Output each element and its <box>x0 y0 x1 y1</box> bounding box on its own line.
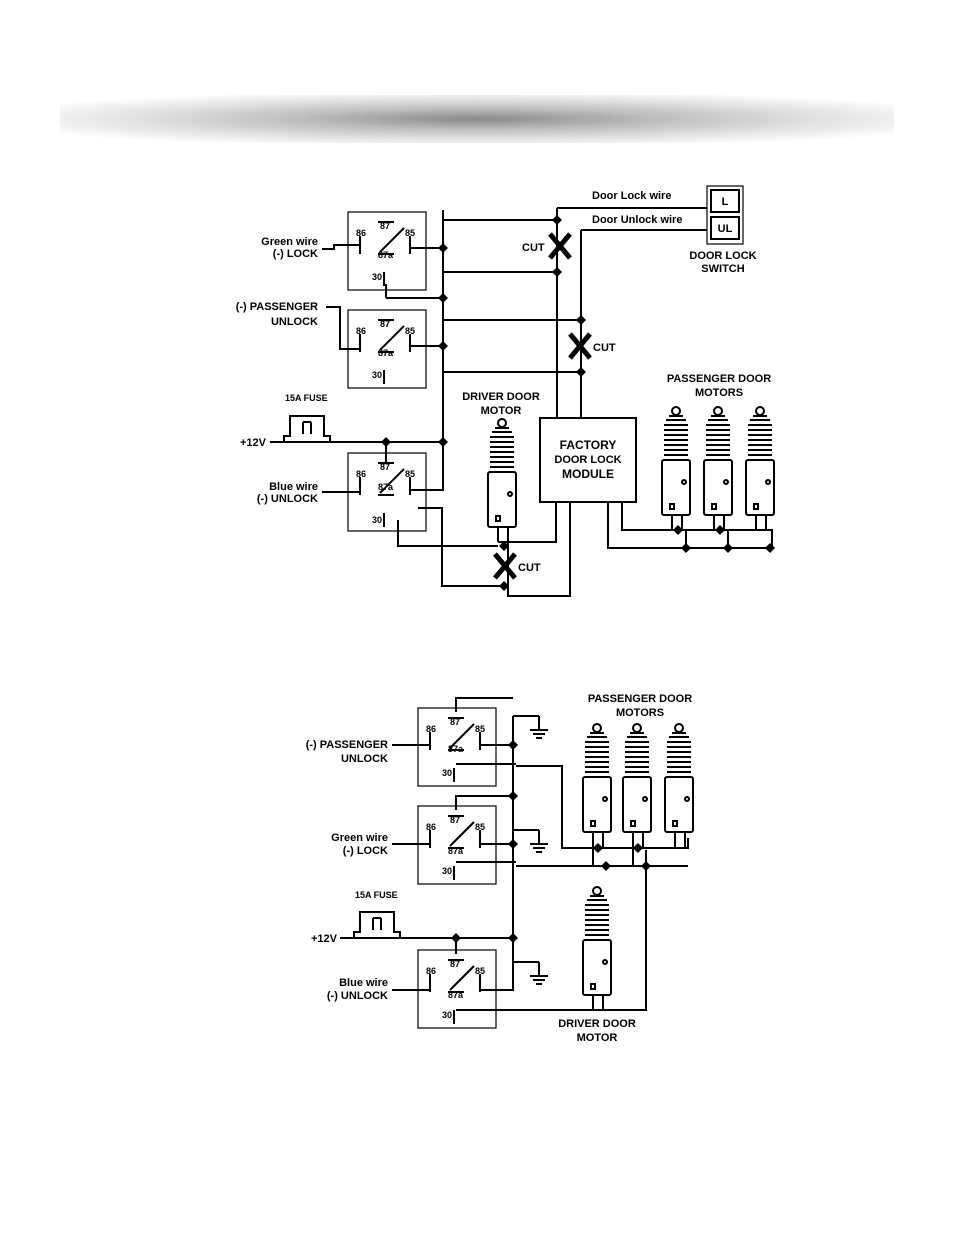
unlock-label: (-) UNLOCK <box>327 990 388 1002</box>
ground-icon <box>529 829 549 853</box>
lock-label: (-) LOCK <box>343 845 388 857</box>
switch-label-1: DOOR LOCK <box>689 250 756 262</box>
pin-30: 30 <box>372 370 382 380</box>
door-lock-wire-label: Door Lock wire <box>592 190 671 202</box>
pin-85: 85 <box>405 326 415 336</box>
power-label: +12V <box>311 933 338 945</box>
passenger-label: (-) PASSENGER <box>306 739 388 751</box>
lock-switch-button <box>710 189 740 213</box>
switch-unlock-label: UL <box>718 223 733 235</box>
pin-87a: 87a <box>378 482 394 492</box>
passenger-motors-label-2: MOTORS <box>616 707 664 719</box>
blue-wire-label: Blue wire <box>269 481 318 493</box>
pin-86: 86 <box>356 469 366 479</box>
pin-87a: 87a <box>378 250 394 260</box>
cut-label: CUT <box>593 342 616 354</box>
header-gradient-bar <box>60 95 894 143</box>
ground-icon <box>529 961 549 985</box>
pin-87a: 87a <box>448 990 464 1000</box>
fuse-label: 15A FUSE <box>355 890 398 900</box>
cut-mark <box>495 554 515 578</box>
pin-87a: 87a <box>448 744 464 754</box>
passenger-motor-icon <box>582 723 612 848</box>
pin-87: 87 <box>380 462 390 472</box>
pin-87: 87 <box>380 319 390 329</box>
pin-87: 87 <box>450 959 460 969</box>
cut-label: CUT <box>518 562 541 574</box>
module-label-2: DOOR LOCK <box>554 454 621 466</box>
pin-85: 85 <box>475 822 485 832</box>
pin-86: 86 <box>356 326 366 336</box>
passenger-motors-label-2: MOTORS <box>695 387 743 399</box>
passenger-unlock-label: UNLOCK <box>341 753 388 765</box>
unlock-label: (-) UNLOCK <box>257 493 318 505</box>
pin-30: 30 <box>442 866 452 876</box>
pin-87a: 87a <box>448 846 464 856</box>
driver-motor-label-2: MOTOR <box>481 405 522 417</box>
switch-lock-label: L <box>722 196 729 208</box>
pin-86: 86 <box>426 966 436 976</box>
passenger-motor-icon <box>664 723 694 848</box>
driver-motor-icon <box>487 418 517 543</box>
pin-86: 86 <box>426 822 436 832</box>
lock-label: (-) LOCK <box>273 248 318 260</box>
module-label-1: FACTORY <box>560 438 617 452</box>
passenger-unlock-label: UNLOCK <box>271 316 318 328</box>
fuse-icon <box>353 911 401 939</box>
door-lock-switch <box>706 185 744 245</box>
pin-85: 85 <box>405 228 415 238</box>
green-wire-label: Green wire <box>261 236 318 248</box>
driver-motor-label-1: DRIVER DOOR <box>462 391 540 403</box>
pin-85: 85 <box>405 469 415 479</box>
driver-motor-icon <box>582 886 612 1011</box>
pin-85: 85 <box>475 724 485 734</box>
pin-86: 86 <box>426 724 436 734</box>
fuse-label: 15A FUSE <box>285 393 328 403</box>
passenger-motor-icon <box>622 723 652 848</box>
factory-door-lock-module <box>539 417 637 503</box>
pin-87: 87 <box>450 815 460 825</box>
green-wire-label: Green wire <box>331 832 388 844</box>
passenger-motor-icon <box>703 406 733 531</box>
pin-87a: 87a <box>378 348 394 358</box>
passenger-motors-label-1: PASSENGER DOOR <box>588 693 692 705</box>
diagram-2: 86 87 85 87a 30 86 87 85 87a 30 86 87 85… <box>306 693 694 1044</box>
unlock-switch-button <box>710 216 740 240</box>
passenger-motor-icon <box>745 406 775 531</box>
module-label-3: MODULE <box>562 467 614 481</box>
pin-86: 86 <box>356 228 366 238</box>
pin-30: 30 <box>442 1010 452 1020</box>
pin-87: 87 <box>380 221 390 231</box>
passenger-motor-icon <box>661 406 691 531</box>
pin-87: 87 <box>450 717 460 727</box>
fuse-icon <box>283 415 331 443</box>
switch-label-2: SWITCH <box>701 263 744 275</box>
driver-motor-label-2: MOTOR <box>577 1032 618 1044</box>
blue-wire-label: Blue wire <box>339 977 388 989</box>
cut-label: CUT <box>522 242 545 254</box>
pin-85: 85 <box>475 966 485 976</box>
diagram-1: 86 87 85 87a 30 86 87 85 87a 30 86 87 85… <box>236 185 775 597</box>
passenger-motors-label-1: PASSENGER DOOR <box>667 373 771 385</box>
pin-30: 30 <box>372 515 382 525</box>
driver-motor-label-1: DRIVER DOOR <box>558 1018 636 1030</box>
pin-30: 30 <box>372 272 382 282</box>
door-unlock-wire-label: Door Unlock wire <box>592 214 682 226</box>
pin-30: 30 <box>442 768 452 778</box>
cut-mark <box>550 234 570 258</box>
passenger-label: (-) PASSENGER <box>236 301 318 313</box>
power-label: +12V <box>240 437 267 449</box>
ground-icon <box>529 715 549 739</box>
